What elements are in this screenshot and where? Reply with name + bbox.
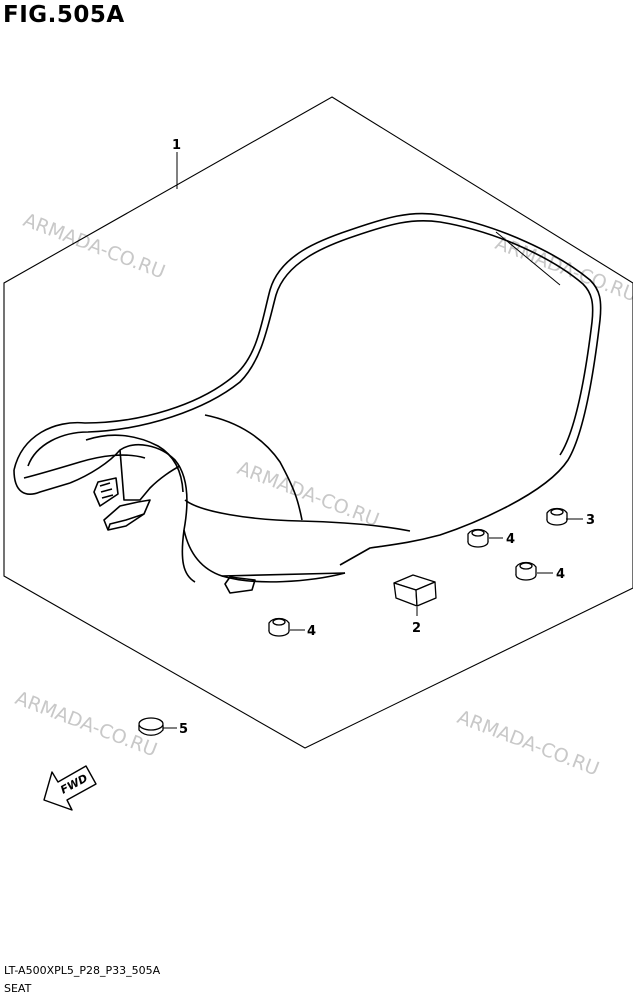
watermark: ARMADA-CO.RU — [20, 209, 168, 283]
leader-lines — [163, 152, 583, 729]
figure-name: SEAT — [4, 982, 32, 995]
callout-4: 4 — [307, 624, 316, 639]
part-2-cushion — [393, 574, 437, 607]
watermarks: ARMADA-CO.RU ARMADA-CO.RU ARMADA-CO.RU A… — [12, 209, 633, 780]
figure-code: LT-A500XPL5_P28_P33_505A — [4, 964, 161, 977]
fwd-arrow: FWD — [43, 765, 97, 811]
grommets — [138, 507, 568, 736]
part-5-cap — [138, 717, 164, 736]
part-4-grommet — [268, 617, 290, 637]
callout-5: 5 — [179, 722, 188, 737]
callout-1: 1 — [172, 138, 181, 153]
watermark: ARMADA-CO.RU — [234, 457, 382, 531]
part-4-grommet — [515, 561, 537, 581]
figure-title: FIG.505A — [3, 2, 125, 28]
part-3-grommet — [546, 507, 568, 526]
watermark: ARMADA-CO.RU — [454, 706, 602, 780]
callout-4: 4 — [506, 532, 515, 547]
assembly-boundary — [3, 96, 633, 749]
seat-drawing — [13, 212, 602, 594]
part-4-grommet — [467, 528, 489, 548]
watermark: ARMADA-CO.RU — [12, 687, 160, 761]
callout-3: 3 — [586, 513, 595, 528]
callout-4: 4 — [556, 567, 565, 582]
callouts: 1 2 3 4 4 4 5 — [172, 138, 595, 737]
callout-2: 2 — [412, 621, 421, 636]
